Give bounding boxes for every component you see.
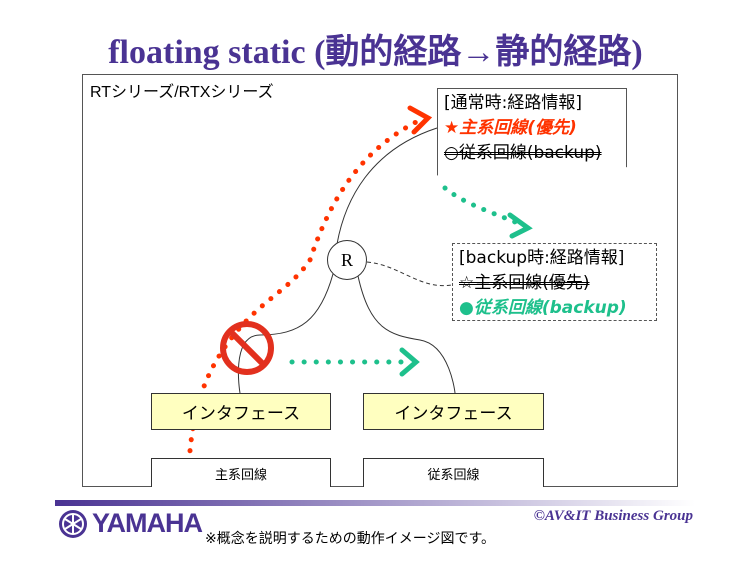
green-arrowhead-diagonal: [507, 212, 533, 239]
footer-divider: [55, 500, 695, 506]
router-to-backup-iface-line: [357, 275, 456, 394]
backup-interface: インタフェース: [363, 393, 544, 430]
frame-label: RTシリーズ/RTXシリーズ: [90, 84, 274, 101]
primary-interface: インタフェース: [151, 393, 331, 430]
tuning-fork-emblem-icon: [59, 509, 87, 538]
backup-line: 従系回線: [363, 458, 544, 487]
normal-info-primary: ★主系回線(優先): [444, 118, 577, 138]
red-arrowhead: [407, 105, 433, 135]
backup-info-primary: ☆主系回線(優先): [459, 273, 590, 293]
yamaha-logo: YAMAHA: [58, 508, 203, 539]
footnote: ※概念を説明するための動作イメージ図です。: [205, 531, 496, 547]
router-node: R: [327, 240, 367, 280]
router-to-primary-iface-line: [237, 273, 334, 394]
router-to-normal-info-line: [336, 127, 438, 245]
primary-line: 主系回線: [151, 458, 331, 487]
green-arrowhead-horizontal: [399, 347, 420, 377]
normal-info-backup: ○従系回線(backup): [444, 143, 602, 163]
backup-info-heading: [backup時:経路情報]: [459, 248, 625, 268]
router-to-backup-info-line: [366, 261, 453, 287]
copyright: ©AV&IT Business Group: [533, 508, 693, 524]
prohibited-icon: [220, 321, 274, 375]
backup-route-info: [backup時:経路情報] ☆主系回線(優先) ●従系回線(backup): [452, 243, 657, 321]
normal-info-heading: [通常時:経路情報]: [444, 93, 582, 113]
normal-route-info: [通常時:経路情報] ★主系回線(優先) ○従系回線(backup): [437, 88, 627, 180]
backup-info-backup: ●従系回線(backup): [459, 298, 627, 318]
slide-title: floating static (動的経路→静的経路): [108, 34, 643, 71]
green-route-arrow-diagonal: [442, 185, 525, 228]
logo-text: YAMAHA: [92, 508, 203, 538]
